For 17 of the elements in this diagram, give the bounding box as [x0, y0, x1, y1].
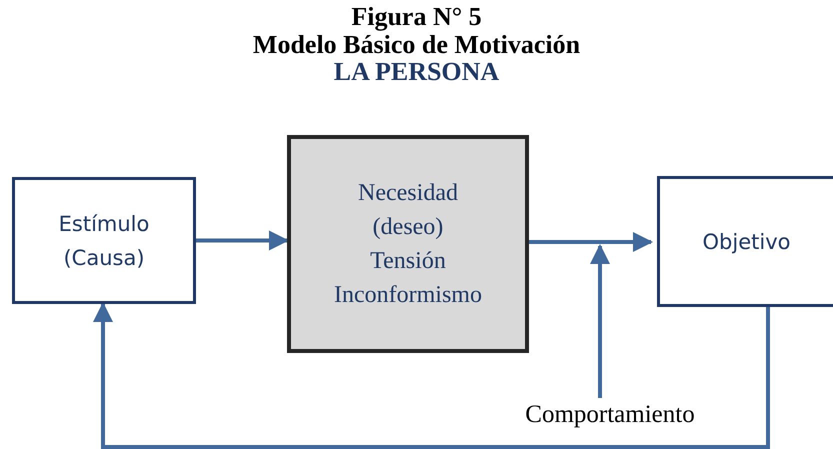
node-text: Tensión [370, 247, 446, 276]
subheading-label: LA PERSONA [332, 58, 500, 86]
process-box [287, 135, 529, 353]
arrow [590, 244, 610, 398]
figure-title: Figura N° 5 [350, 3, 483, 31]
process-box [12, 177, 196, 304]
node-text: Inconformismo [334, 281, 482, 310]
arrow [529, 232, 653, 252]
arrow [93, 302, 770, 449]
node-text: Necesidad [358, 179, 458, 208]
heading-label: Modelo Básico de Motivación [252, 31, 582, 59]
label-text: Comportamiento [490, 398, 730, 432]
arrow [196, 230, 289, 250]
node-text: (deseo) [372, 213, 444, 242]
node-text: Objetivo [702, 230, 790, 254]
node-text: Estímulo (Causa) [58, 210, 150, 272]
process-box [657, 176, 833, 307]
